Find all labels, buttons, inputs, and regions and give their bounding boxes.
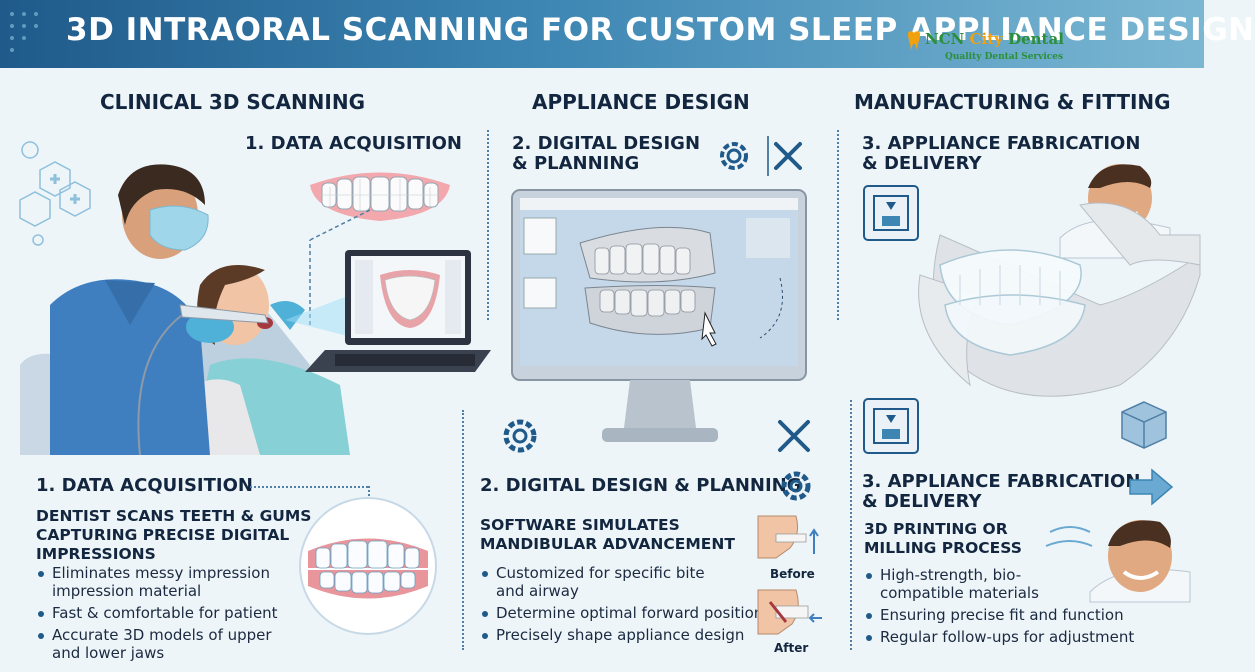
hands-holding-appliance <box>918 202 1201 397</box>
header-banner: 3D INTRAORAL SCANNING FOR CUSTOM SLEEP A… <box>0 0 1255 68</box>
step-digital-design: 2. DIGITAL DESIGN & PLANNING <box>480 475 802 496</box>
molecule-decoration-icon <box>10 12 38 52</box>
brand-tagline: Quality Dental Services <box>945 52 1064 62</box>
gear-icon <box>503 419 537 453</box>
list-item: Regular follow-ups for adjustment <box>864 628 1134 646</box>
brand-logo: NCN City Dental Quality Dental Services <box>905 30 1105 66</box>
tooth-logo-icon <box>908 31 920 50</box>
list-item: Precisely shape appliance design <box>480 626 763 644</box>
tools-icon <box>778 420 810 452</box>
dentist-scanning-patient-illustration <box>20 164 350 456</box>
list-item: Fast & comfortable for patient <box>36 604 278 622</box>
3d-printer-icon <box>863 398 919 454</box>
package-box-icon <box>1121 401 1167 449</box>
scanned-teeth-model <box>310 172 450 221</box>
jaw-after-illustration <box>757 589 822 635</box>
3d-printer-icon <box>863 185 919 241</box>
column-heading-scanning: CLINICAL 3D SCANNING <box>100 90 366 114</box>
step-fabrication-top: 3. APPLIANCE FABRICATION & DELIVERY <box>862 133 1141 174</box>
column-heading-design: APPLIANCE DESIGN <box>532 90 750 114</box>
column-divider <box>837 130 839 320</box>
fabrication-subheading: 3D PRINTING OR MILLING PROCESS <box>864 520 1022 557</box>
after-label: After <box>774 641 809 655</box>
gear-icon <box>720 142 748 170</box>
list-item: Ensuring precise fit and function <box>864 606 1134 624</box>
callout-line <box>368 486 370 500</box>
column-divider <box>462 410 464 650</box>
callout-line <box>250 486 368 488</box>
laptop-scan-display <box>285 250 491 372</box>
step-data-acquisition-top: 1. DATA ACQUISITION <box>245 133 462 154</box>
scanning-subheading: DENTIST SCANS TEETH & GUMS CAPTURING PRE… <box>36 507 312 563</box>
happy-sleeping-patient <box>1045 520 1191 603</box>
fabrication-bullets: High-strength, bio-compatible materials … <box>864 566 1134 650</box>
column-divider <box>487 130 489 320</box>
jaw-before-illustration <box>757 515 819 559</box>
design-subheading: SOFTWARE SIMULATES MANDIBULAR ADVANCEMEN… <box>480 516 735 553</box>
list-item: Determine optimal forward position <box>480 604 763 622</box>
step-fabrication: 3. APPLIANCE FABRICATION & DELIVERY <box>862 471 1141 512</box>
design-software-monitor <box>511 189 807 442</box>
column-divider <box>850 400 852 650</box>
medical-hex-icons <box>19 141 91 246</box>
step-digital-design-top: 2. DIGITAL DESIGN & PLANNING <box>512 133 701 174</box>
tools-icon <box>767 136 802 176</box>
page-title: 3D INTRAORAL SCANNING FOR CUSTOM SLEEP A… <box>66 12 1255 48</box>
step-data-acquisition: 1. DATA ACQUISITION <box>36 475 253 496</box>
arrow-right-icon <box>1129 468 1174 506</box>
brand-name: NCN City Dental <box>925 30 1064 48</box>
gear-icon <box>781 471 811 501</box>
column-heading-manufacturing: MANUFACTURING & FITTING <box>854 90 1171 114</box>
teeth-closeup-circle <box>299 497 437 635</box>
list-item: High-strength, bio-compatible materials <box>864 566 1134 602</box>
before-label: Before <box>770 567 815 581</box>
